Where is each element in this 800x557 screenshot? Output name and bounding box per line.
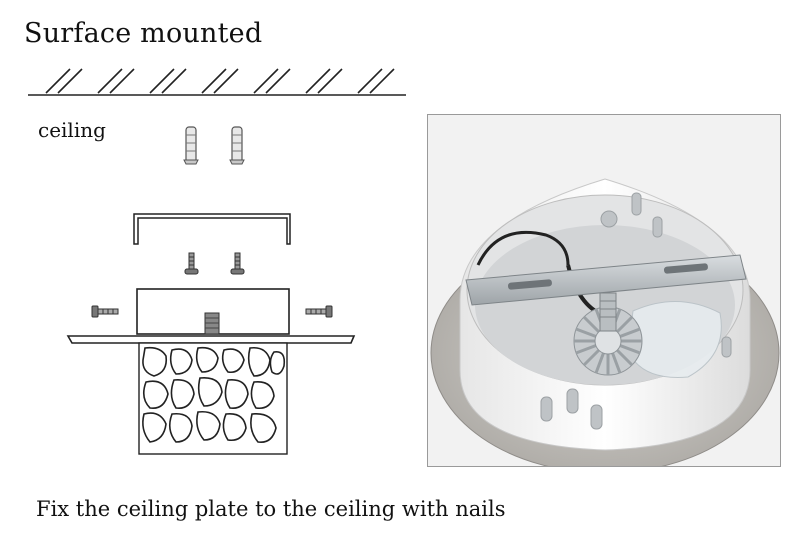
wall-anchor-left bbox=[183, 126, 199, 165]
mounting-bracket bbox=[133, 213, 291, 245]
power-wire bbox=[476, 230, 570, 266]
led-heatsink bbox=[573, 292, 643, 376]
product-photo bbox=[427, 114, 781, 467]
stone-wall-block bbox=[138, 342, 288, 455]
hardware-bag bbox=[627, 301, 722, 378]
ceiling-label: ceiling bbox=[38, 118, 106, 142]
vent-slots bbox=[540, 192, 732, 430]
product-photo-illustration bbox=[428, 115, 780, 466]
side-screw-right bbox=[305, 305, 333, 318]
screw-right bbox=[230, 252, 245, 275]
side-screw-left bbox=[91, 305, 119, 318]
wall-anchor-right bbox=[229, 126, 245, 165]
page-title: Surface mounted bbox=[24, 18, 263, 49]
instruction-caption: Fix the ceiling plate to the ceiling wit… bbox=[36, 497, 506, 521]
canopy-plate bbox=[66, 335, 356, 344]
screw-left bbox=[184, 252, 199, 275]
ceiling-hatch bbox=[28, 68, 406, 96]
